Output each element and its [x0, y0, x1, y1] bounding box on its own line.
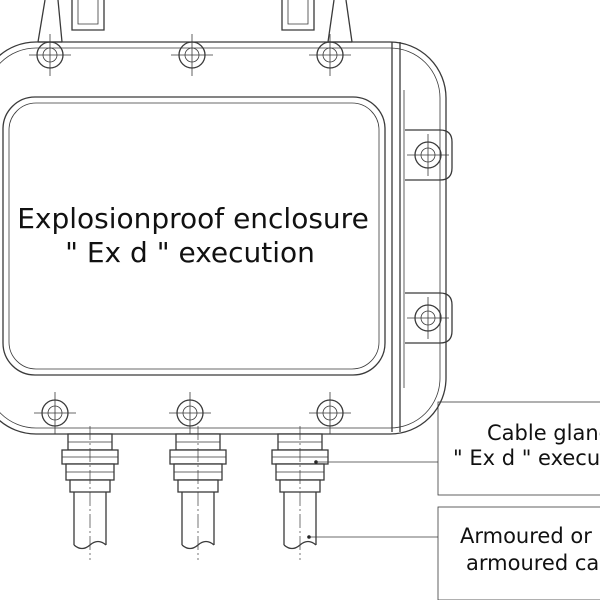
cable-gland-callout-box — [437, 401, 600, 496]
enclosure-title-line2: " Ex d " execution — [65, 236, 315, 269]
enclosure-cover — [2, 96, 386, 376]
cable-gland-label-line2: " Ex d " execution — [453, 446, 600, 470]
bolt-bottom-right — [309, 392, 351, 434]
bolt-top-left — [29, 34, 71, 76]
bolt-top-center — [171, 34, 213, 76]
leader-cable-gland — [314, 460, 438, 464]
cable-label-line1: Armoured or non — [460, 524, 600, 548]
bolt-top-right — [309, 34, 351, 76]
leader-cable — [307, 535, 438, 539]
bolt-right-upper — [407, 134, 449, 176]
bolt-bottom-left — [34, 392, 76, 434]
top-lug-left — [37, 0, 105, 43]
cable-label-line2: armoured cable — [466, 551, 600, 575]
cable-gland-3 — [271, 433, 329, 493]
cable-gland-label-line1: Cable gland — [487, 421, 600, 445]
top-lug-right — [281, 0, 353, 43]
center-lines — [89, 426, 301, 560]
bolt-right-lower — [407, 297, 449, 339]
bolt-bottom-center — [169, 392, 211, 434]
enclosure-title-line1: Explosionproof enclosure — [17, 202, 369, 235]
